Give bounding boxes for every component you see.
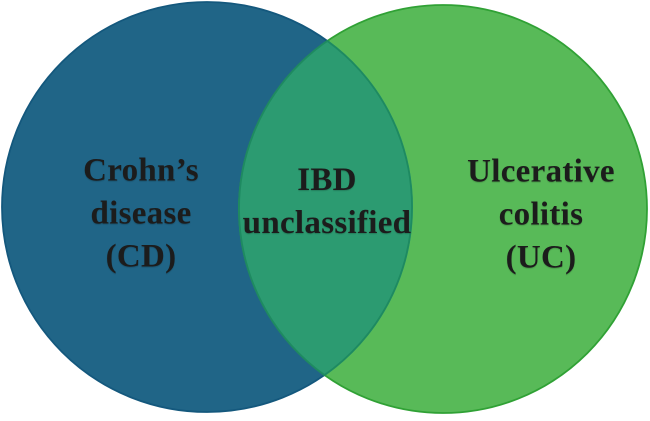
overlap-region <box>238 4 413 413</box>
overlap-edge-arc <box>238 4 413 413</box>
